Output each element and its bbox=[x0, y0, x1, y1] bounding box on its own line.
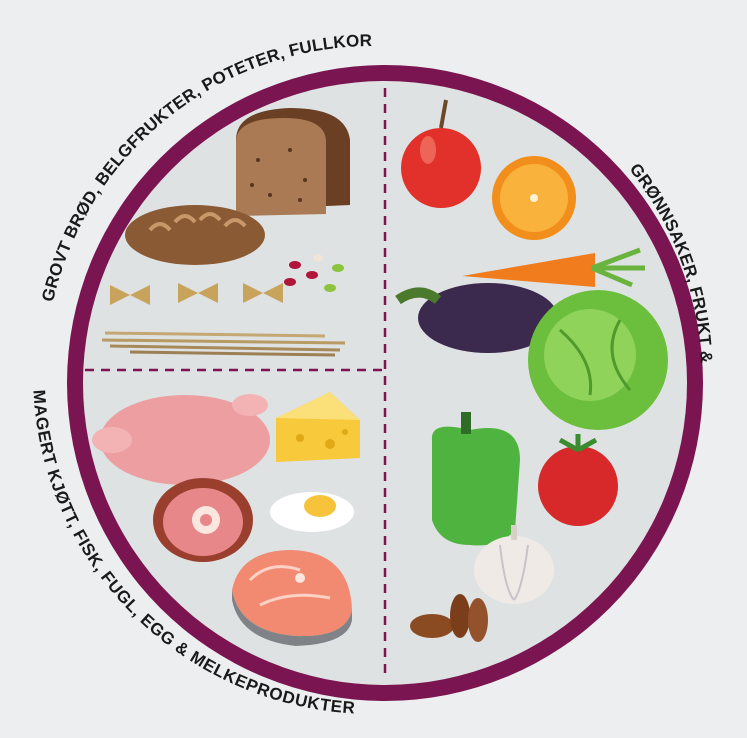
garlic-icon bbox=[474, 525, 554, 604]
orange-icon bbox=[492, 156, 576, 240]
beans-icon bbox=[284, 254, 344, 292]
bread-slice-icon bbox=[236, 108, 350, 216]
cheese-wedge-icon bbox=[276, 392, 360, 462]
spaghetti-icon bbox=[101, 331, 346, 357]
ham-icon bbox=[153, 478, 253, 562]
apple-icon bbox=[401, 99, 481, 208]
farfalle-pasta-icon bbox=[110, 283, 283, 305]
vegetables-section bbox=[395, 99, 668, 642]
cabbage-icon bbox=[528, 290, 668, 430]
pecan-nuts-icon bbox=[410, 594, 488, 642]
fried-egg-icon bbox=[270, 492, 354, 532]
bread-loaf-icon bbox=[125, 205, 265, 265]
eggplant-icon bbox=[395, 283, 558, 353]
grains-section bbox=[101, 108, 350, 357]
protein-section bbox=[92, 392, 360, 646]
raw-chicken-icon bbox=[92, 394, 270, 485]
carrot-icon bbox=[462, 247, 645, 288]
bell-pepper-icon bbox=[431, 412, 520, 546]
tomato-icon bbox=[538, 434, 618, 526]
salmon-steak-icon bbox=[232, 550, 352, 646]
